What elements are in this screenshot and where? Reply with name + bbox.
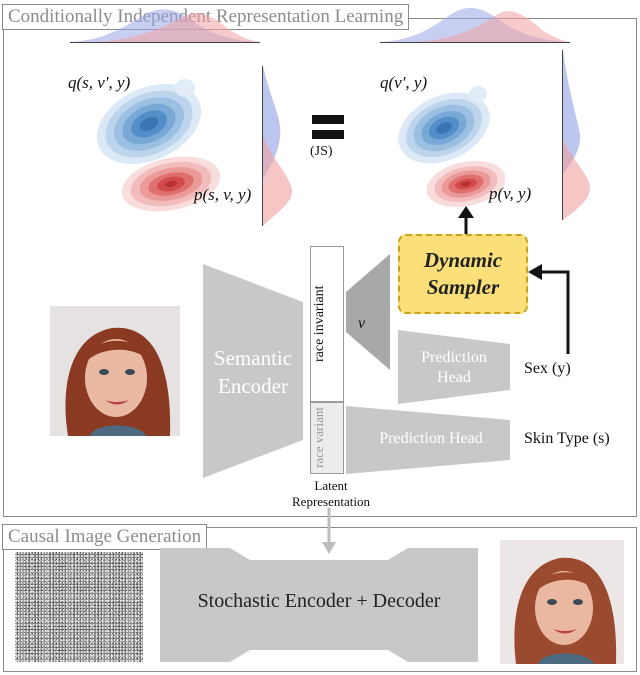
side-marginal-left [262,66,293,226]
feedback-arrow-icon [528,264,570,354]
prediction-head-sex-block [398,330,510,404]
q-left-label: q(s, v′, y) [68,73,131,92]
race-invariant-block [310,246,344,402]
skin-type-label: Skin Type (s) [524,430,610,447]
semantic-encoder-label-2: Encoder [218,374,288,398]
race-variant-label: race variant [311,407,326,469]
race-variant-block [310,402,344,474]
stochastic-decoder-label: Stochastic Encoder + Decoder [197,590,441,612]
joint-density-plot-right [398,86,506,208]
q-right-label: q(v′, y) [380,73,428,92]
semantic-encoder-label-1: Semantic [213,346,293,370]
top-marginal-right [380,8,570,43]
dynamic-sampler-label-1: Dynamic [423,248,503,272]
stochastic-decoder-block [160,548,478,662]
prediction-head-skin-label: Prediction Head [379,430,483,447]
race-invariant-label: race invariant [312,285,327,363]
joint-density-plot-left [96,79,221,212]
v-symbol: v [358,315,366,332]
output-face-image [500,540,624,664]
blue-density-cluster [398,92,490,164]
sex-label: Sex (y) [524,360,571,377]
red-density-cluster [121,156,221,212]
image-generation-title: Causal Image Generation [2,524,208,550]
semantic-encoder-block [203,264,303,478]
dynamic-sampler-label-2: Sampler [426,275,500,299]
blue-density-cluster [96,83,202,165]
latent-to-decoder-arrow-icon [322,508,336,554]
prediction-head-sex-label-2: Head [437,369,471,386]
v-projection-block [346,254,390,370]
js-divergence-label: (JS) [310,144,333,159]
prediction-head-sex-label-1: Prediction [421,349,487,366]
p-right-label: p(v, y) [489,184,532,203]
latent-caption-2: Representation [292,494,370,509]
side-marginal-right [562,50,591,220]
prediction-head-skin-block [346,406,510,474]
latent-caption-1: Latent [314,478,348,493]
equality-icon [312,115,344,139]
top-marginal-left [70,9,260,43]
image-generation-panel [3,527,637,672]
red-density-cluster [426,160,506,208]
noise-image [15,552,143,662]
p-left-label: p(s, v, y) [194,185,252,204]
dynamic-sampler-box [398,234,528,314]
input-face-image [50,306,180,436]
